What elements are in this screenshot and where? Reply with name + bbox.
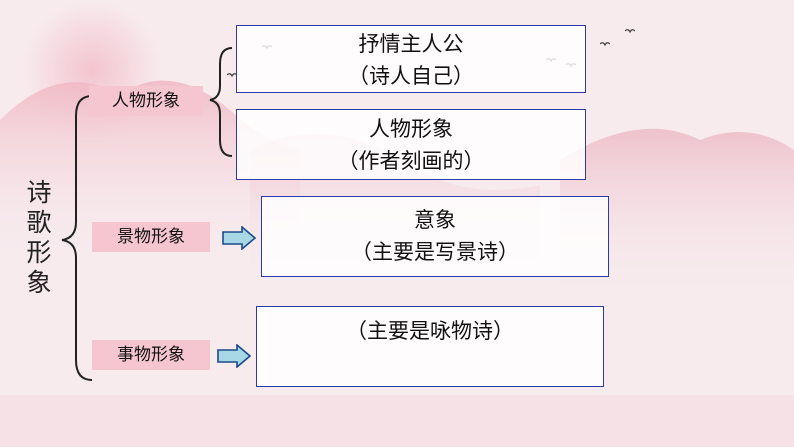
box-line: （主要是写景诗） (351, 240, 519, 264)
arrow-right-icon (217, 344, 251, 368)
box-line: （作者刻画的） (337, 149, 485, 173)
bird-icon (625, 29, 635, 34)
box-line: （诗人自己） (348, 64, 474, 88)
title-char: 诗 (26, 178, 52, 207)
box-portrayed-character: 人物形象 （作者刻画的） (236, 109, 586, 180)
box-imagery: 意象 （主要是写景诗） (261, 196, 609, 277)
arrow-right-icon (222, 226, 256, 250)
category-tag-character: 人物形象 (89, 86, 203, 116)
category-tag-scenery: 景物形象 (92, 222, 210, 252)
box-line: 抒情主人公 (358, 32, 464, 56)
box-line: 人物形象 (369, 117, 453, 141)
box-lyric-protagonist: 抒情主人公 （诗人自己） (236, 25, 586, 93)
box-object-poem: （主要是咏物诗） (256, 306, 604, 387)
category-tag-object: 事物形象 (92, 340, 210, 370)
title-char: 象 (26, 268, 52, 297)
title-char: 歌 (26, 208, 52, 237)
bird-icon (600, 42, 610, 47)
box-line: （主要是咏物诗） (346, 319, 514, 343)
box-line: 意象 (414, 208, 456, 232)
diagram-title: 诗 歌 形 象 (22, 178, 56, 298)
title-char: 形 (26, 238, 52, 267)
